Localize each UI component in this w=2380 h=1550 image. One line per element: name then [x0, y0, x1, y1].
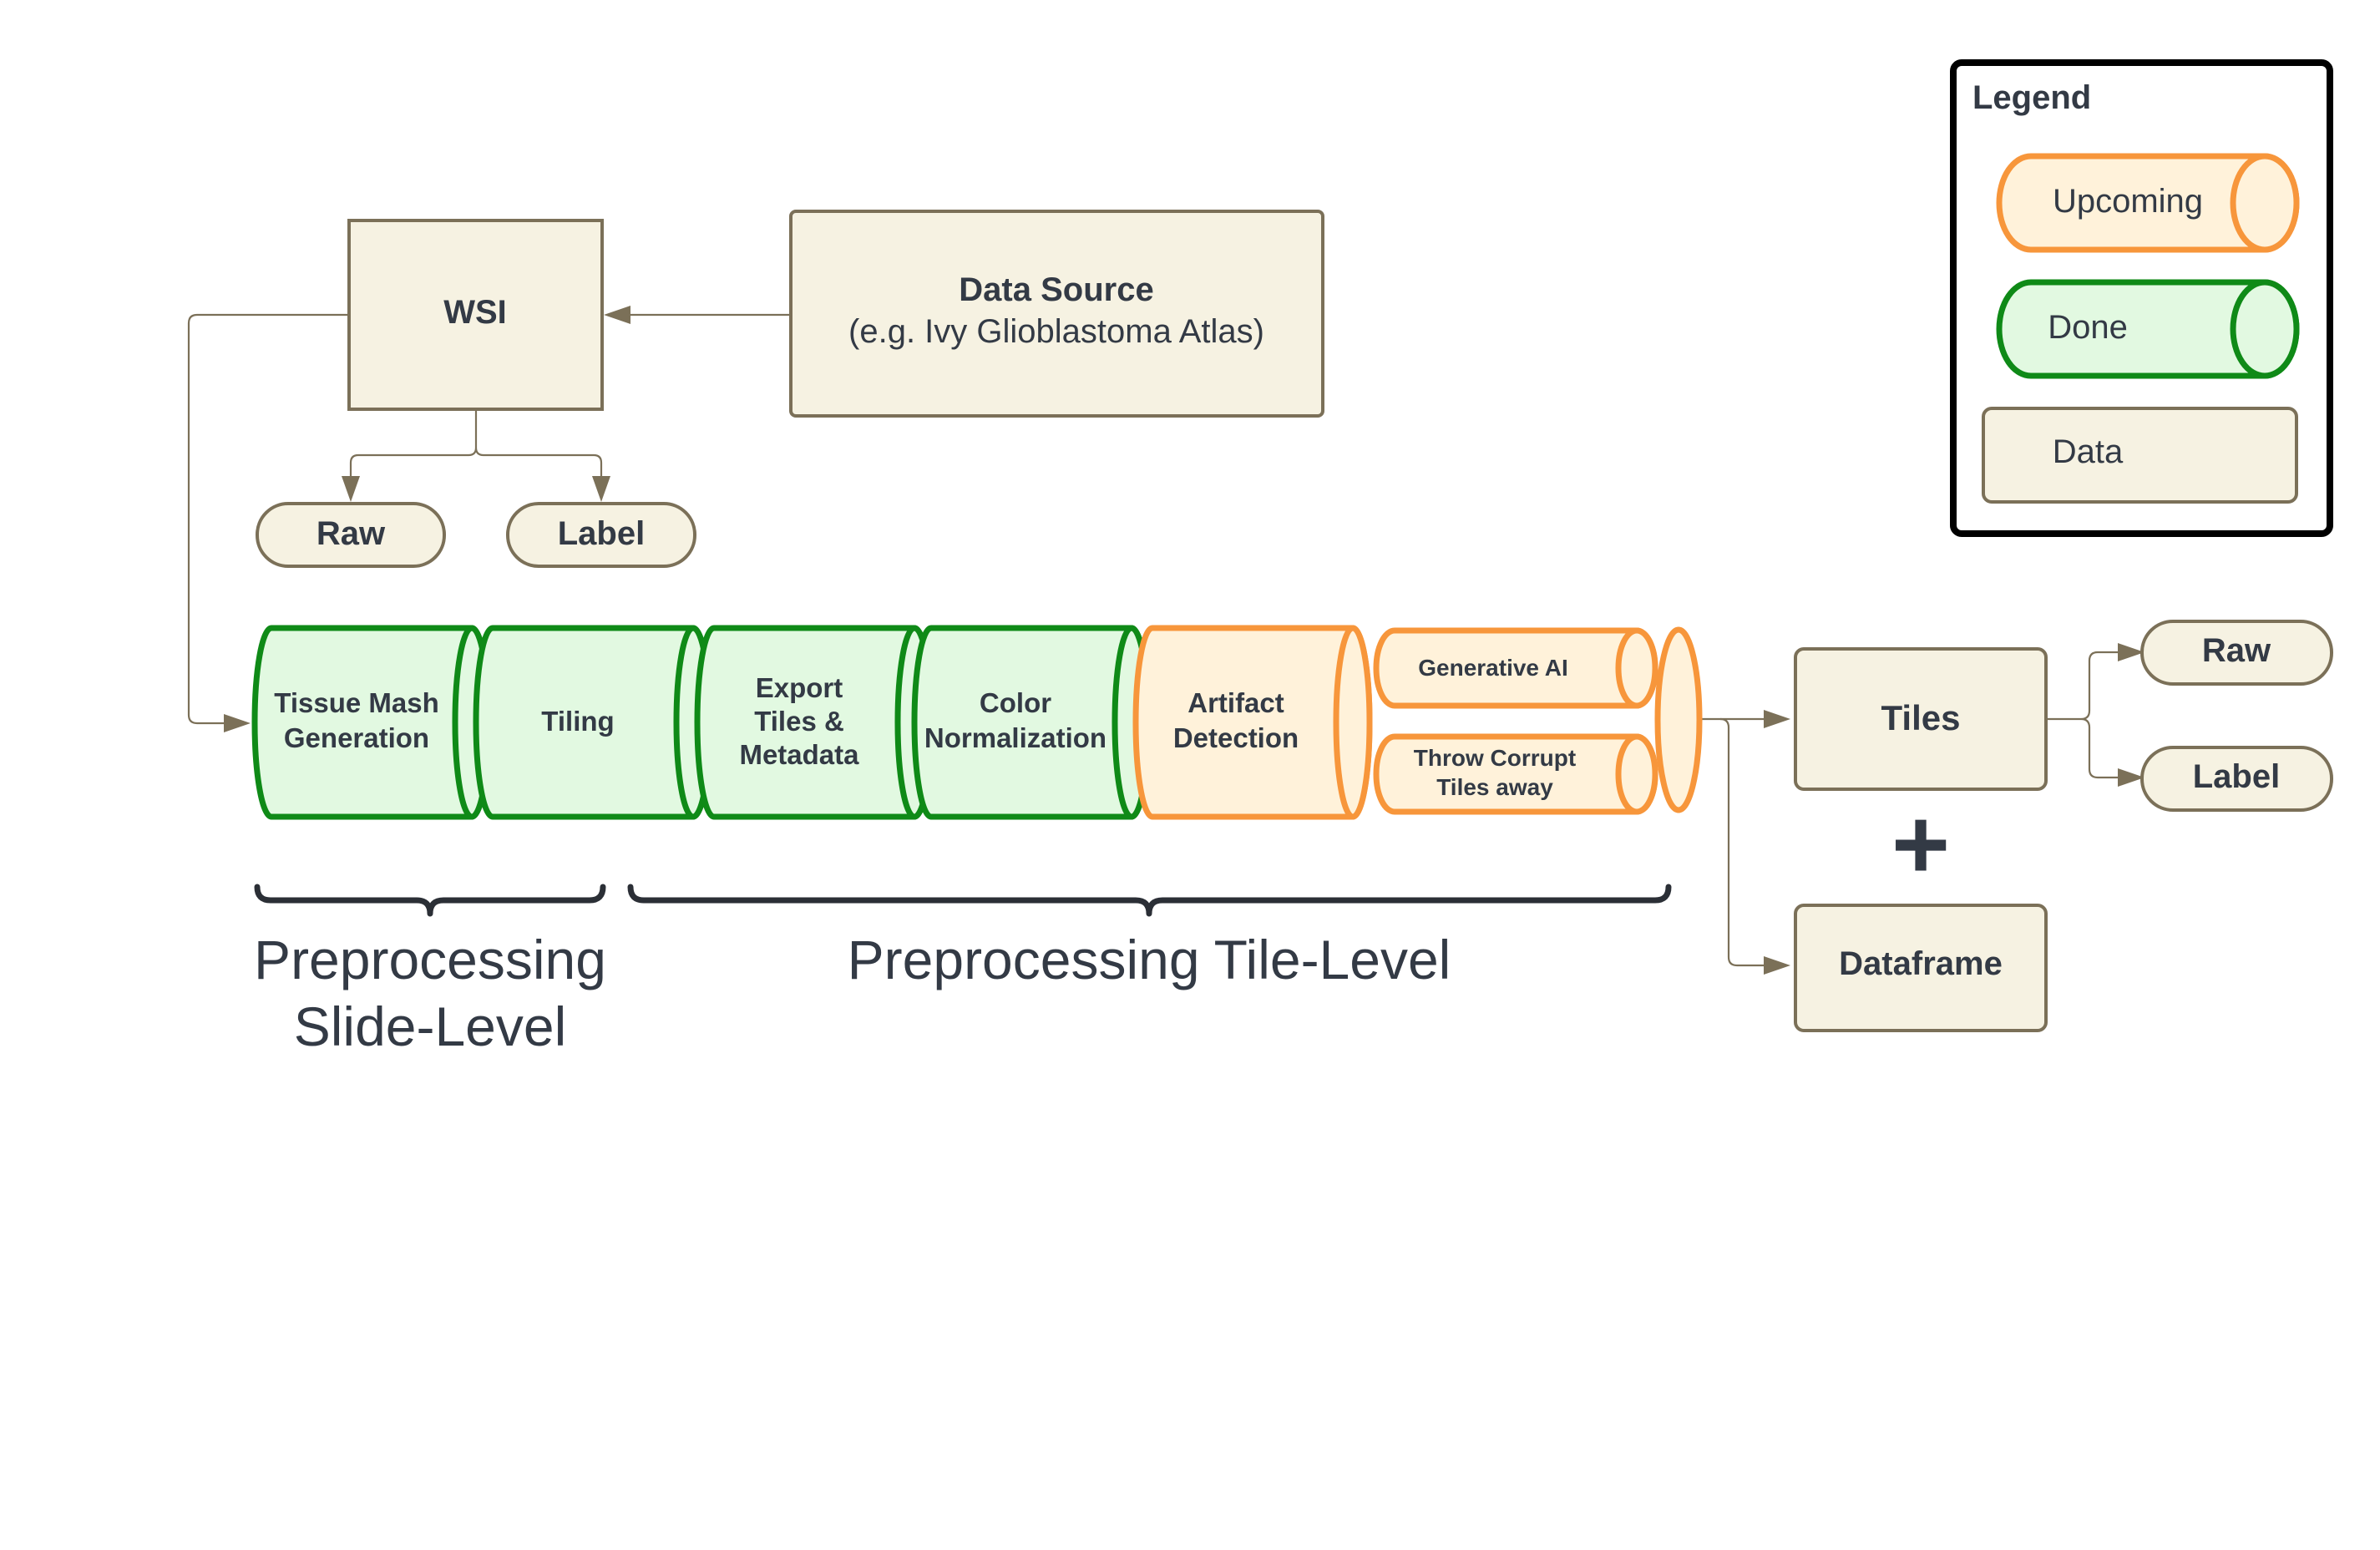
stage-artifact-line2: Detection — [1173, 722, 1299, 753]
wsi-node: WSI — [347, 219, 604, 411]
dataframe-node: Dataframe — [1794, 904, 2048, 1032]
stage-generative-ai-line1: Generative AI — [1418, 655, 1567, 681]
wsi-label-pill-text: Label — [558, 515, 645, 552]
tiles-label-pill — [2140, 746, 2333, 812]
stage-throw-corrupt-line2: Tiles away — [1436, 774, 1553, 800]
group-slide-level-line2: Slide-Level — [294, 995, 567, 1057]
arrowhead-wsi — [604, 306, 630, 324]
stage-tiling: Tiling — [473, 625, 713, 820]
stage-generative-ai-cap — [1615, 627, 1658, 709]
dataframe-text: Dataframe — [1839, 945, 2003, 982]
wsi-raw-text: Raw — [316, 515, 386, 552]
connectors — [187, 306, 2145, 975]
edge-wsi-pipeline — [187, 313, 348, 725]
legend-item-data: Data — [1982, 407, 2298, 504]
wsi-label-text: WSI — [443, 294, 507, 331]
legend-data-label: Data — [2053, 433, 2124, 470]
stage-artifact-cap — [1333, 625, 1373, 820]
wsi-raw-pill — [256, 502, 446, 568]
stage-throw-corrupt-cap — [1615, 733, 1658, 815]
stage-color-norm: Color Normalization — [911, 625, 1152, 820]
legend-done-label: Done — [2048, 309, 2128, 346]
brace-slide-level — [254, 884, 606, 917]
legend-item-upcoming: Upcoming — [1996, 153, 2300, 253]
legend-item-done: Done — [1996, 279, 2300, 379]
stage-tissue-mask: Tissue Mash Generation — [251, 625, 492, 820]
group-tile-level: Preprocessing Tile-Level — [627, 884, 1672, 990]
stage-color-norm-line1: Color — [980, 687, 1051, 718]
legend-done-cap — [2230, 279, 2300, 379]
plus-sign: + — [1891, 788, 1950, 900]
tiles-box — [1794, 647, 2048, 791]
arrowhead-wsi-raw — [342, 476, 360, 502]
edge-tiles-split — [2045, 651, 2125, 779]
tiles-text: Tiles — [1881, 698, 1961, 737]
stage-export-line3: Metadata — [739, 739, 859, 770]
arrowhead-pipeline-start — [224, 714, 251, 732]
tiles-node: Tiles — [1794, 647, 2048, 791]
stage-artifact: Artifact Detection — [1132, 625, 1373, 820]
pipeline: Tissue Mash Generation Tiling Export Til… — [251, 625, 1703, 820]
wsi-label-pill — [506, 502, 696, 568]
tiles-label-text: Label — [2193, 758, 2280, 795]
legend-data-swatch — [1982, 407, 2298, 504]
group-tile-level-line1: Preprocessing Tile-Level — [848, 929, 1451, 990]
group-slide-level: Preprocessing Slide-Level — [254, 884, 606, 1057]
stage-export: Export Tiles & Metadata — [694, 625, 934, 820]
stage-artifact-line1: Artifact — [1187, 687, 1284, 718]
wsi-raw-node: Raw — [256, 502, 446, 568]
legend-upcoming-cap — [2230, 153, 2300, 253]
dataframe-box — [1794, 904, 2048, 1032]
tiles-label-node: Label — [2140, 746, 2333, 812]
arrowhead-tiles — [1764, 710, 1790, 728]
pipeline-end-cap — [1654, 626, 1703, 813]
arrowhead-wsi-label — [592, 476, 610, 502]
stage-generative-ai: Generative AI — [1373, 627, 1658, 709]
wsi-label-node: Label — [506, 502, 696, 568]
data-source-box — [789, 210, 1324, 418]
stage-export-line2: Tiles & — [754, 706, 844, 737]
wsi-box — [347, 219, 604, 411]
arrowhead-dataframe — [1764, 956, 1790, 975]
legend-upcoming-label: Upcoming — [2053, 183, 2203, 220]
tiles-raw-text: Raw — [2202, 632, 2271, 669]
group-slide-level-line1: Preprocessing — [254, 929, 606, 990]
arrowhead-tiles-label — [2118, 768, 2145, 787]
brace-tile-level — [627, 884, 1672, 917]
data-source-subtitle: (e.g. Ivy Glioblastoma Atlas) — [848, 313, 1264, 350]
data-source-node: Data Source (e.g. Ivy Glioblastoma Atlas… — [789, 210, 1324, 418]
stage-tissue-mask-line1: Tissue Mash — [274, 687, 438, 718]
stage-tiling-line1: Tiling — [541, 706, 614, 737]
stage-color-norm-line2: Normalization — [924, 722, 1106, 753]
tiles-raw-pill — [2140, 620, 2333, 686]
edge-pipeline-dataframe — [1719, 717, 1770, 967]
edge-wsi-split — [349, 409, 603, 483]
data-source-title: Data Source — [959, 271, 1153, 308]
stage-throw-corrupt: Throw Corrupt Tiles away — [1373, 733, 1658, 815]
stage-tissue-mask-line2: Generation — [284, 722, 429, 753]
stage-throw-corrupt-line1: Throw Corrupt — [1414, 745, 1576, 771]
arrowhead-tiles-raw — [2118, 643, 2145, 661]
tiles-raw-node: Raw — [2140, 620, 2333, 686]
stage-export-line1: Export — [756, 672, 843, 703]
legend: Legend Upcoming Done Data — [1950, 59, 2333, 537]
legend-title: Legend — [1972, 79, 2091, 116]
